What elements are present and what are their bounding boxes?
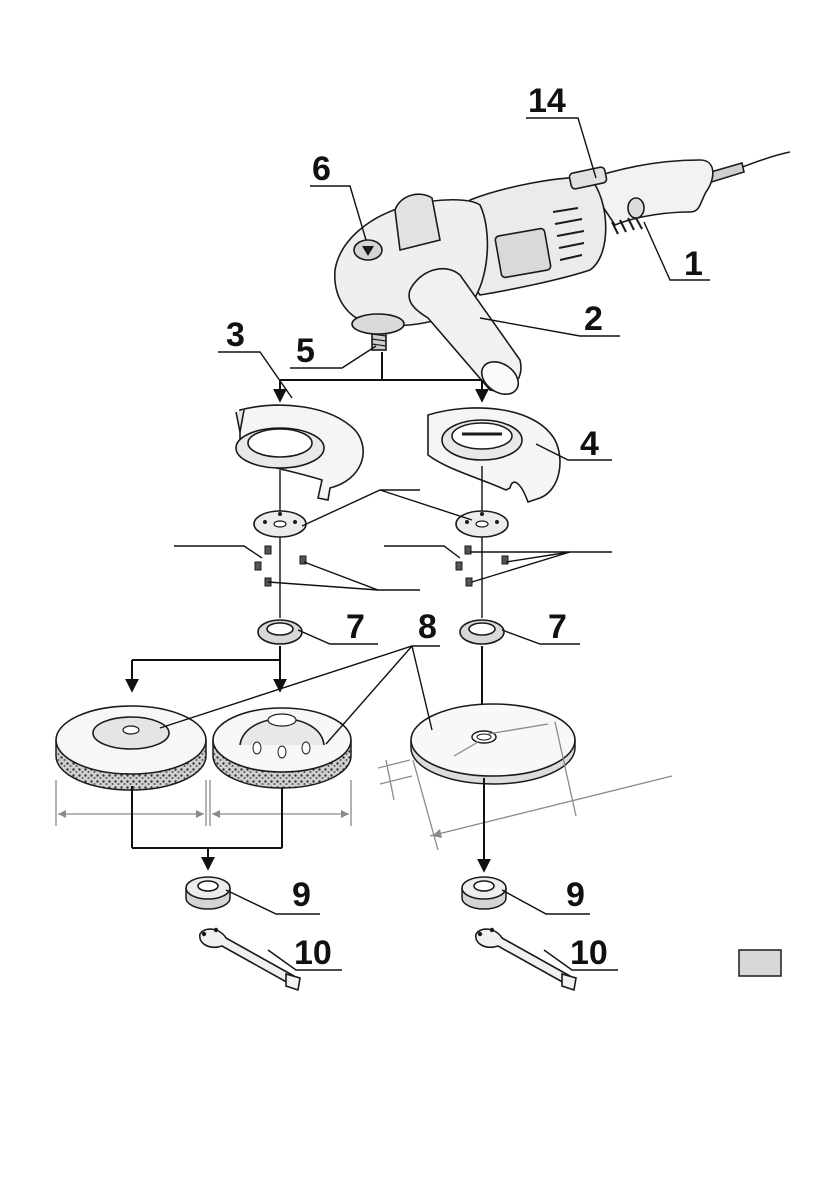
inner-flange-right — [460, 620, 504, 644]
label-14: 14 — [528, 82, 566, 120]
grey-indicator-box — [739, 950, 781, 976]
unlabeled-leaders — [174, 490, 612, 590]
guard-left — [236, 405, 363, 500]
spindle-lock-button[interactable] — [354, 240, 382, 260]
label-4: 4 — [580, 425, 599, 463]
label-5: 5 — [296, 332, 315, 370]
pin-wrench-right — [476, 928, 576, 990]
lock-on-button[interactable] — [628, 198, 644, 218]
cup-wheel-right — [213, 708, 351, 788]
inner-flange-left — [258, 620, 302, 644]
label-3: 3 — [226, 316, 245, 354]
outer-flange-left — [186, 877, 230, 909]
cutting-disc — [411, 704, 575, 784]
label-2: 2 — [584, 300, 603, 338]
spindle-collar — [352, 314, 404, 334]
label-7-left: 7 — [346, 608, 365, 646]
outer-flange-right — [462, 877, 506, 909]
guard-right — [428, 408, 560, 502]
label-9-left: 9 — [292, 876, 311, 914]
label-9-right: 9 — [566, 876, 585, 914]
side-panel — [495, 228, 552, 278]
label-10-left: 10 — [294, 934, 332, 972]
label-10-right: 10 — [570, 934, 608, 972]
label-8: 8 — [418, 608, 437, 646]
clamp-plate-left — [254, 511, 306, 537]
label-1: 1 — [684, 245, 703, 283]
label-6: 6 — [312, 150, 331, 188]
gear-head-top — [395, 194, 440, 250]
cup-wheel-left — [56, 706, 206, 790]
angle-grinder — [335, 152, 790, 401]
clamp-plate-right — [456, 511, 508, 537]
label-7-right: 7 — [548, 608, 567, 646]
pin-wrench-left — [200, 928, 300, 990]
